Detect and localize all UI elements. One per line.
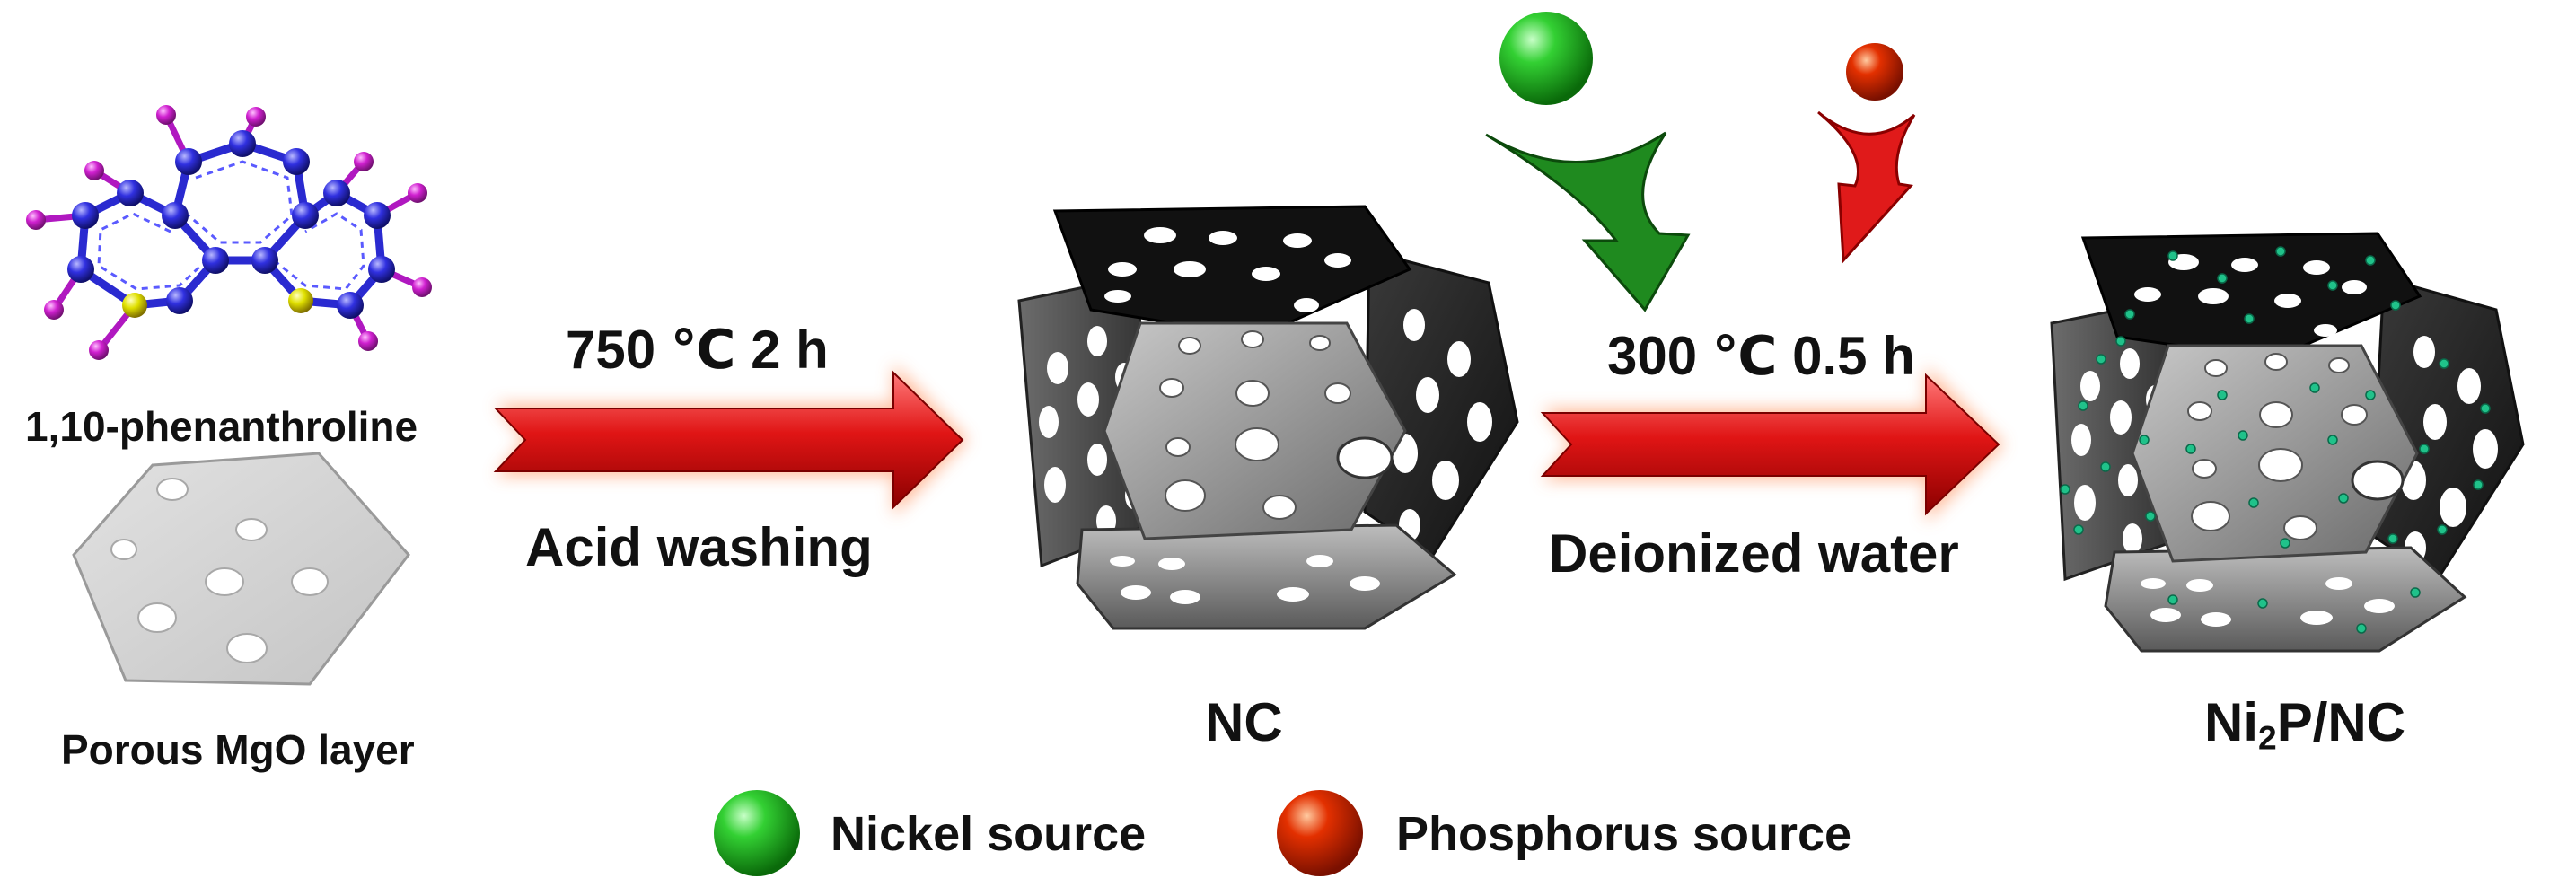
nickel-source-ball	[1499, 12, 1593, 105]
mgo-label: Porous MgO layer	[61, 726, 415, 773]
product-label-main: Ni	[2204, 692, 2258, 752]
step2-process-label: Deionized water	[1549, 523, 1959, 584]
phenanthroline-label: 1,10-phenanthroline	[25, 403, 418, 450]
reaction-arrow-1	[493, 364, 968, 516]
mgo-layer-plate	[72, 452, 410, 686]
legend-nickel-ball	[714, 790, 800, 876]
product-label-rest: P/NC	[2276, 692, 2406, 752]
nc-label: NC	[1205, 692, 1283, 752]
legend-phosphorus-label: Phosphorus source	[1396, 807, 1852, 861]
step2-condition-label: 300 ℃ 0.5 h	[1607, 326, 1915, 386]
legend-nickel-label: Nickel source	[831, 807, 1147, 861]
phenanthroline-molecule	[26, 105, 432, 360]
step1-process-label: Acid washing	[525, 517, 873, 577]
nc-structure	[1017, 205, 1519, 630]
ni2p-nc-structure	[2050, 232, 2525, 653]
legend-phosphorus-ball	[1277, 790, 1363, 876]
step1-condition-label: 750 ℃ 2 h	[566, 320, 829, 380]
product-label-subscript: 2	[2258, 718, 2277, 757]
phosphorus-source-ball	[1846, 43, 1903, 101]
phosphorus-arrow	[1817, 110, 1916, 264]
reaction-arrow-2	[1540, 366, 2004, 523]
nickel-arrow	[1485, 131, 1691, 312]
product-label: Ni2P/NC	[2204, 691, 2405, 757]
